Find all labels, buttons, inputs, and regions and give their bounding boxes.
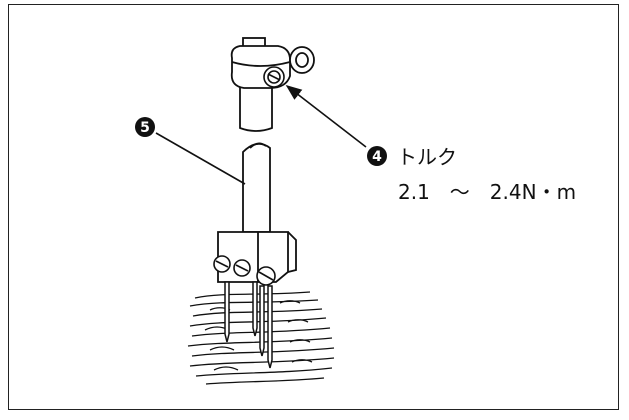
torque-label: トルク (397, 145, 457, 169)
torque-value: 2.1 ～ 2.4N・m (398, 180, 576, 204)
callout-badge-4: 4 (367, 146, 387, 166)
leader-line-5 (155, 132, 246, 185)
callout-badge-5: 5 (135, 117, 155, 137)
svg-text:4: 4 (372, 149, 382, 165)
needle-bar-lower (242, 142, 271, 233)
needles (224, 281, 273, 369)
diagram-frame (8, 4, 619, 410)
svg-text:5: 5 (140, 120, 150, 136)
leader-line-4 (285, 85, 367, 148)
needle-set-screws (213, 255, 276, 286)
fabric-ridges (187, 291, 335, 385)
clamp-screw (263, 66, 285, 88)
